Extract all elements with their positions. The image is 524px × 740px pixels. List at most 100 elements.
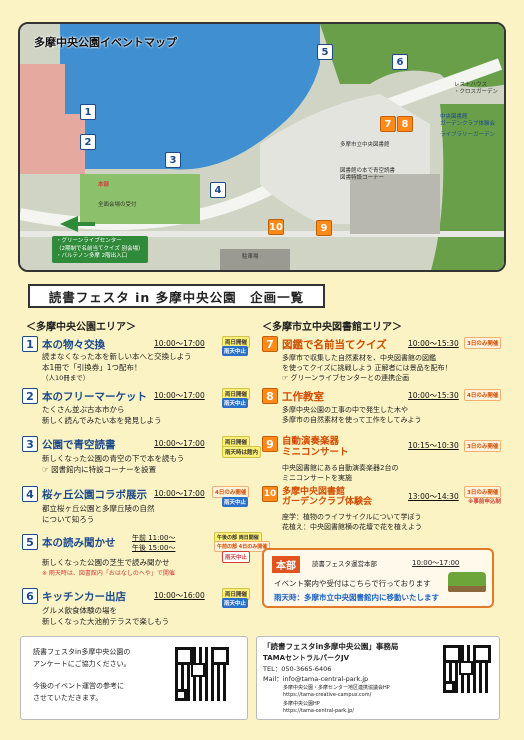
event-badge: 雨天時は館内 — [222, 446, 262, 458]
event-item-4: 4 桜ヶ丘公園コラボ展示 10:00～17:00 4日のみ開催 雨天中止 都立桜… — [22, 486, 254, 526]
map-label-parking: 駐車場 — [242, 254, 259, 260]
survey-text: 今後のイベント運営の参考に — [33, 682, 124, 690]
event-desc: 新しくなった大池前テラスで楽しもう — [42, 617, 170, 626]
map-pin-2: 2 — [80, 134, 96, 150]
map-pin-8: 8 — [397, 116, 413, 132]
map-label-library-garden: ライブラリーガーデン — [440, 132, 496, 138]
event-title: 桜ヶ丘公園コラボ展示 — [42, 489, 147, 501]
contact-hp1-label: 多摩中央公園・多摩センター地区連携協議会HP — [283, 685, 390, 691]
event-time: 13:00～14:30 — [408, 492, 459, 501]
event-badge: 雨天中止 — [222, 398, 249, 408]
event-title: 工作教室 — [282, 391, 324, 403]
event-desc: ☞ 図書館内に特設コーナーを設置 — [42, 465, 157, 474]
map-pin-6: 6 — [392, 54, 408, 70]
event-title: 自動演奏楽器 ミニコンサート — [282, 436, 349, 458]
contact-hp2-url[interactable]: https://tama-central-park.jp/ — [283, 708, 354, 714]
event-desc: 多摩中央公園の工事の中で発生した木や — [282, 406, 408, 414]
event-time: 10:00～17:00 — [154, 391, 205, 400]
event-title: キッチンカー出店 — [42, 591, 126, 603]
event-number: 2 — [22, 388, 38, 404]
event-time: 10:15～10:30 — [408, 441, 459, 450]
event-badge: 雨天中止 — [222, 497, 249, 507]
survey-text: 読書フェスタin多摩中央公園の — [33, 648, 131, 656]
event-number: 5 — [22, 534, 38, 550]
map-label-library-special: 図書館の本で青空読書 図書特設コーナー — [340, 168, 396, 182]
event-title: 本のフリーマーケット — [42, 391, 147, 403]
survey-text: させていただきます。 — [33, 694, 103, 702]
event-badge: 3日のみ開催 — [464, 486, 502, 498]
survey-qr-code[interactable] — [175, 647, 229, 701]
event-badge: 4日のみ開催 — [464, 389, 502, 401]
event-desc: 多摩市の自然素材を使って工作をしてみよう — [282, 416, 422, 424]
event-time: 10:00～17:00 — [154, 489, 205, 498]
hq-subtitle: 読書フェスタ運営本部 — [312, 560, 377, 568]
event-title: 本の物々交換 — [42, 339, 105, 351]
event-item-6: 6 キッチンカー出店 10:00～16:00 両日開催 雨天中止 グルメ飲食体験… — [22, 588, 254, 628]
event-item-3: 3 公園で青空読書 10:00～17:00 両日開催 雨天時は館内 新しくなった… — [22, 436, 262, 478]
map-pin-3: 3 — [165, 152, 181, 168]
event-desc: （人10冊まで） — [42, 374, 90, 382]
event-number: 6 — [22, 588, 38, 604]
event-desc: 花植え：中央図書館横の花壇で花を植えよう — [282, 523, 422, 531]
event-badge: 両日開催 — [222, 588, 251, 600]
planter-illustration — [448, 572, 486, 592]
event-desc: 座学：植物のライフサイクルについて学ぼう — [282, 513, 422, 521]
event-badge: 雨天中止 — [222, 551, 251, 563]
event-item-2: 2 本のフリーマーケット 10:00～17:00 両日開催 雨天中止 たくさん並… — [22, 388, 254, 428]
event-desc: ミニコンサートを実施 — [282, 474, 352, 482]
contact-hp1-url[interactable]: https://tama-creative-campus.com/ — [283, 692, 372, 698]
area-heading-library: ＜多摩市立中央図書館エリア＞ — [262, 322, 402, 333]
map-pin-9: 9 — [316, 220, 332, 236]
event-desc: について知ろう — [42, 515, 95, 524]
event-title: 公園で青空読書 — [42, 439, 116, 451]
event-desc: 読まなくなった本を新しい本へと交換しよう — [42, 352, 192, 361]
map-label-garden-club: 中央図書館 ガーデンクラブ体験会 — [440, 114, 496, 128]
hq-box: 本部 読書フェスタ運営本部 10:00～17:00 イベント案内や受付はこちらで… — [262, 548, 494, 608]
map-title: 多摩中央公園イベントマップ — [34, 36, 177, 49]
event-desc: 新しく読んでみたい本を発見しよう — [42, 416, 162, 425]
event-time: 10:00～16:00 — [154, 591, 205, 600]
map-label-library: 多摩市立中央図書館 — [340, 142, 390, 148]
event-item-10: 10 多摩中央図書館 ガーデンクラブ体験会 13:00～14:30 3日のみ開催… — [262, 486, 502, 536]
hq-label: 本部 — [272, 556, 300, 573]
hq-rain-note: 雨天時：多摩市立中央図書館内に移動いたします — [274, 593, 439, 602]
contact-card: 「読書フェスタin多摩中央公園」事務局 TAMAセントラルパークJV TEL：0… — [256, 636, 500, 720]
event-badge: 雨天中止 — [222, 598, 249, 608]
event-badge: 3日のみ開催 — [464, 337, 502, 349]
contact-qr-code[interactable] — [443, 645, 491, 693]
event-desc: たくさん並ぶ古本市から — [42, 405, 125, 414]
event-desc: 中央図書館にある自動演奏楽器2台の — [282, 464, 399, 472]
event-item-7: 7 図鑑で名前当てクイズ 10:00～15:30 3日のみ開催 多摩市で収集した… — [262, 336, 502, 386]
event-title: 図鑑で名前当てクイズ — [282, 339, 387, 351]
map-graphic — [20, 24, 504, 270]
event-desc: を使ってクイズに挑戦しよう 正解者には景品を配布！ — [282, 364, 452, 372]
event-title: 本の読み聞かせ — [42, 537, 116, 549]
hq-info: イベント案内や受付はこちらで行っております — [274, 579, 431, 588]
event-time: 10:00～17:00 — [154, 439, 205, 448]
event-time: 10:00～17:00 — [154, 339, 205, 348]
event-badge: 3日のみ開催 — [464, 440, 502, 452]
contact-mail[interactable]: Mail：info@tama-central-park.jp — [263, 675, 369, 683]
survey-text: アンケートにご協力ください。 — [33, 660, 131, 668]
event-time: 10:00～15:30 — [408, 339, 459, 348]
event-time: 午前 11:00～ 午後 15:00～ — [132, 534, 176, 552]
event-desc: 新しくなった公園の芝生で読み聞かせ — [42, 558, 170, 567]
hq-time: 10:00～17:00 — [412, 559, 460, 567]
event-item-9: 9 自動演奏楽器 ミニコンサート 10:15～10:30 3日のみ開催 中央図書… — [262, 436, 502, 482]
event-item-8: 8 工作教室 10:00～15:30 4日のみ開催 多摩中央公園の工事の中で発生… — [262, 388, 502, 428]
map-note-green-center: ・グリーンライブセンター （2期制で名前当てクイズ 別会場） ・バルテノン多摩 … — [52, 236, 148, 264]
event-item-1: 1 本の物々交換 10:00～17:00 両日開催 雨天中止 読まなくなった本を… — [22, 336, 254, 382]
event-desc: グルメ飲食体験の場を — [42, 606, 117, 615]
contact-hp2-label: 多摩中央公園HP — [283, 701, 320, 707]
event-desc: ※ 雨天時は、図書館内「おはなしのへや」で開催 — [42, 570, 175, 577]
map-pin-7: 7 — [380, 116, 396, 132]
contact-org: TAMAセントラルパークJV — [263, 654, 350, 662]
map-label-tent: 本部 — [98, 182, 110, 188]
contact-title: 「読書フェスタin多摩中央公園」事務局 — [263, 642, 399, 651]
map-pin-4: 4 — [210, 182, 226, 198]
event-desc: ☞ グリーンライブセンターとの連携企画 — [282, 374, 410, 382]
map-label-rest-house: レストハウス ・クロスガーデン — [454, 82, 499, 96]
event-desc: 多摩市で収集した自然素材を、中央図書館の図鑑 — [282, 354, 436, 362]
event-number: 10 — [262, 486, 278, 502]
event-badge: 雨天中止 — [222, 346, 249, 356]
